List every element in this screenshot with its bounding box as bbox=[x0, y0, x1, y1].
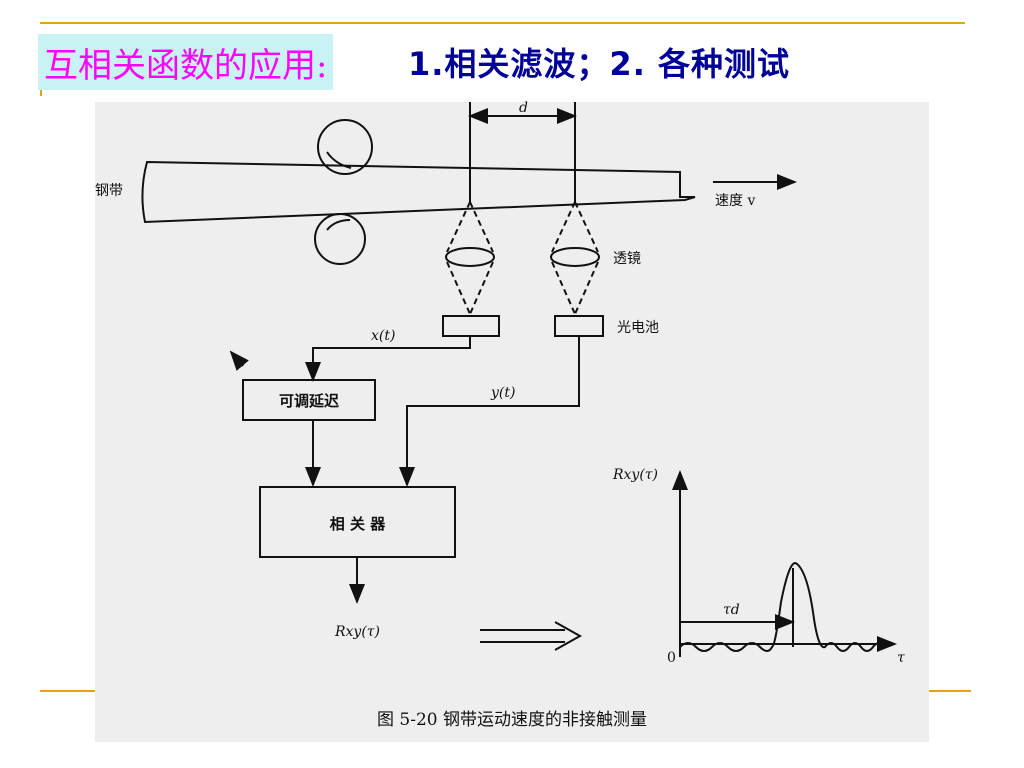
delay-box bbox=[242, 379, 376, 421]
diagram-drawing bbox=[141, 102, 897, 657]
label-x-signal: x(t) bbox=[371, 328, 396, 344]
label-tau-d: τd bbox=[723, 602, 740, 618]
lower-roller bbox=[314, 213, 366, 265]
title-left-tick bbox=[40, 84, 42, 96]
label-distance: d bbox=[519, 100, 528, 116]
label-lens: 透镜 bbox=[613, 251, 641, 267]
bottom-rule-right bbox=[929, 690, 971, 692]
label-graph-x: τ bbox=[897, 650, 905, 666]
label-steel-strip: 钢带 bbox=[95, 183, 123, 199]
right-photocell bbox=[554, 315, 604, 337]
slide-title-highlight: 互相关函数的应用: bbox=[38, 34, 334, 90]
top-rule bbox=[40, 22, 965, 24]
correlation-curve bbox=[679, 562, 886, 652]
correlator-box-label: 相 关 器 bbox=[329, 515, 386, 533]
label-graph-y: Rxy(τ) bbox=[613, 467, 659, 483]
right-lens bbox=[550, 247, 600, 267]
left-lens bbox=[445, 247, 495, 267]
left-photocell bbox=[442, 315, 500, 337]
steel-strip-shape bbox=[141, 160, 696, 224]
steel-strip-measurement-figure: 钢带 速度 v d 透镜 光电池 x(t) y(t) 可调延迟 相 关 器 Rx… bbox=[95, 100, 929, 742]
delay-box-label: 可调延迟 bbox=[278, 392, 339, 410]
bottom-rule-left bbox=[40, 690, 95, 692]
upper-roller bbox=[317, 119, 373, 175]
label-photocell: 光电池 bbox=[617, 320, 659, 336]
figure-caption: 图 5-20 钢带运动速度的非接触测量 bbox=[377, 710, 647, 730]
label-correlator-output: Rxy(τ) bbox=[335, 624, 381, 640]
slide-title-rest: 1.相关滤波；2. 各种测试 bbox=[408, 45, 790, 83]
label-y-signal: y(t) bbox=[491, 385, 516, 401]
label-speed: 速度 v bbox=[715, 193, 756, 209]
label-graph-origin: 0 bbox=[667, 650, 676, 666]
